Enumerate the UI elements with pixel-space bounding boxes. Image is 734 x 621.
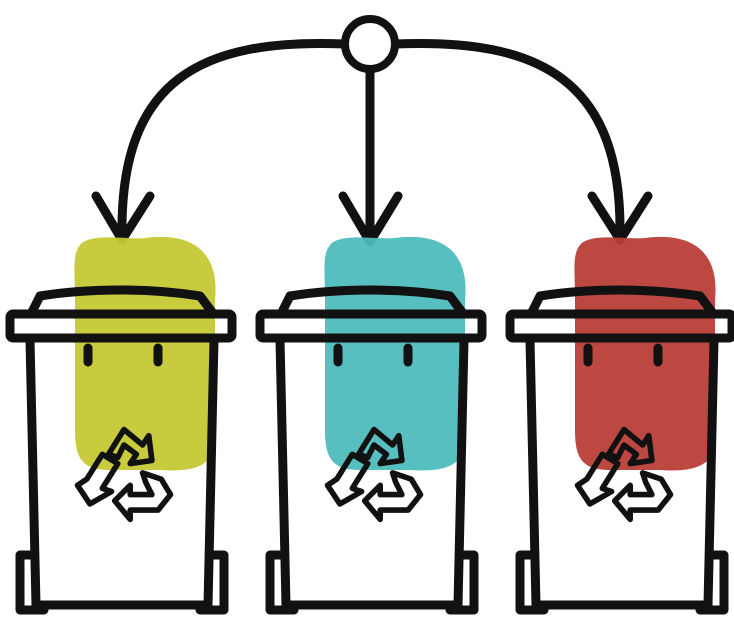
bin-color-blob (74, 237, 215, 471)
recycle-arrow-3 (615, 473, 671, 520)
bin-3 (510, 237, 732, 610)
recycle-arrow-3 (365, 473, 421, 520)
bin-color-blob (574, 237, 715, 471)
arrow-left (122, 43, 345, 235)
flow-arrows (96, 43, 648, 242)
circle-node-icon (345, 19, 395, 69)
bin-color-blob (324, 237, 465, 471)
bins-group (10, 237, 732, 610)
bin-1 (10, 237, 232, 610)
recycle-arrow-3 (115, 473, 171, 520)
bin-2 (260, 237, 482, 610)
arrow-right (395, 43, 620, 235)
